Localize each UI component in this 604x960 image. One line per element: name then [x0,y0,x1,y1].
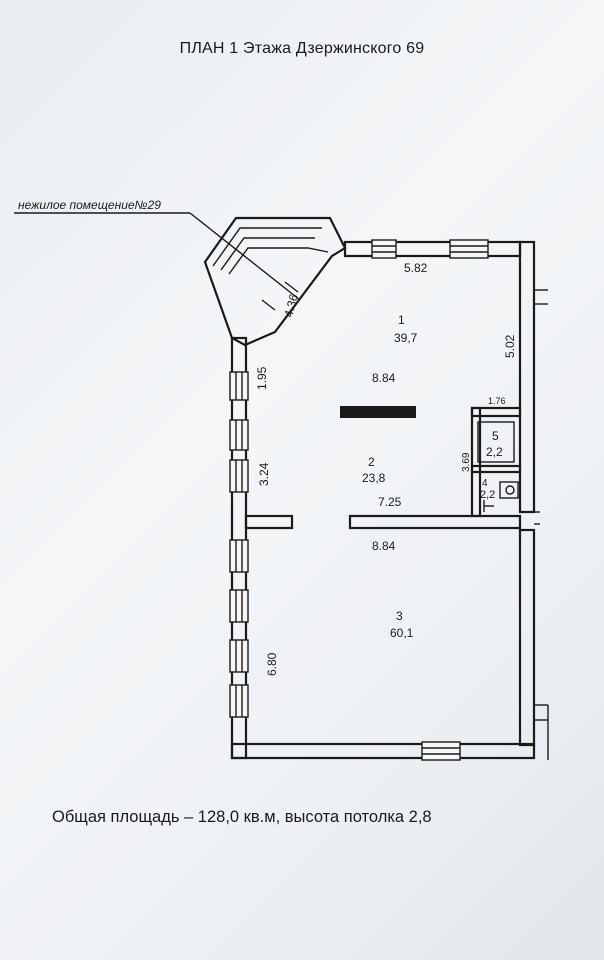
dim-bay: 4.36 [281,292,301,318]
room-1-number: 1 [398,313,405,327]
room-3-area: 60,1 [390,626,414,640]
callout-label: нежилое помещение№29 [18,198,161,212]
dim-wc-width: 1.76 [488,396,506,406]
bay-window [203,216,347,347]
room-4: 4 2,2 [480,478,495,501]
outer-walls [229,239,549,761]
room-3-number: 3 [396,609,403,623]
dim-left-mid: 3.24 [257,462,271,486]
room-5: 5 2,2 [486,429,503,459]
room-1: 1 39,7 [394,313,418,345]
room-2: 2 23,8 [362,455,386,485]
total-area-note: Общая площадь – 128,0 кв.м, высота потол… [52,808,432,826]
room-4-number: 4 [482,478,488,489]
room-1-area: 39,7 [394,331,418,345]
room-3: 3 60,1 [390,609,414,640]
dim-room3-width: 8.84 [372,539,396,553]
callout-leader [189,212,301,301]
dim-left-upper: 1.95 [255,366,269,390]
room-5-number: 5 [492,429,499,443]
room-2-number: 2 [368,455,375,469]
dim-room2-width: 7.25 [378,495,402,509]
dim-room3-height: 6.80 [265,652,279,676]
interior-walls [244,406,522,530]
dim-room1-width: 8.84 [372,371,396,385]
room-5-area: 2,2 [486,445,503,459]
dim-wc-height: 3.69 [461,452,472,472]
dim-top-wall: 5.82 [404,261,428,275]
dim-right-upper: 5.02 [503,334,517,358]
room-4-area: 2,2 [480,489,495,501]
room-2-area: 23,8 [362,471,386,485]
plan-title: ПЛАН 1 Этажа Дзержинского 69 [179,40,425,57]
